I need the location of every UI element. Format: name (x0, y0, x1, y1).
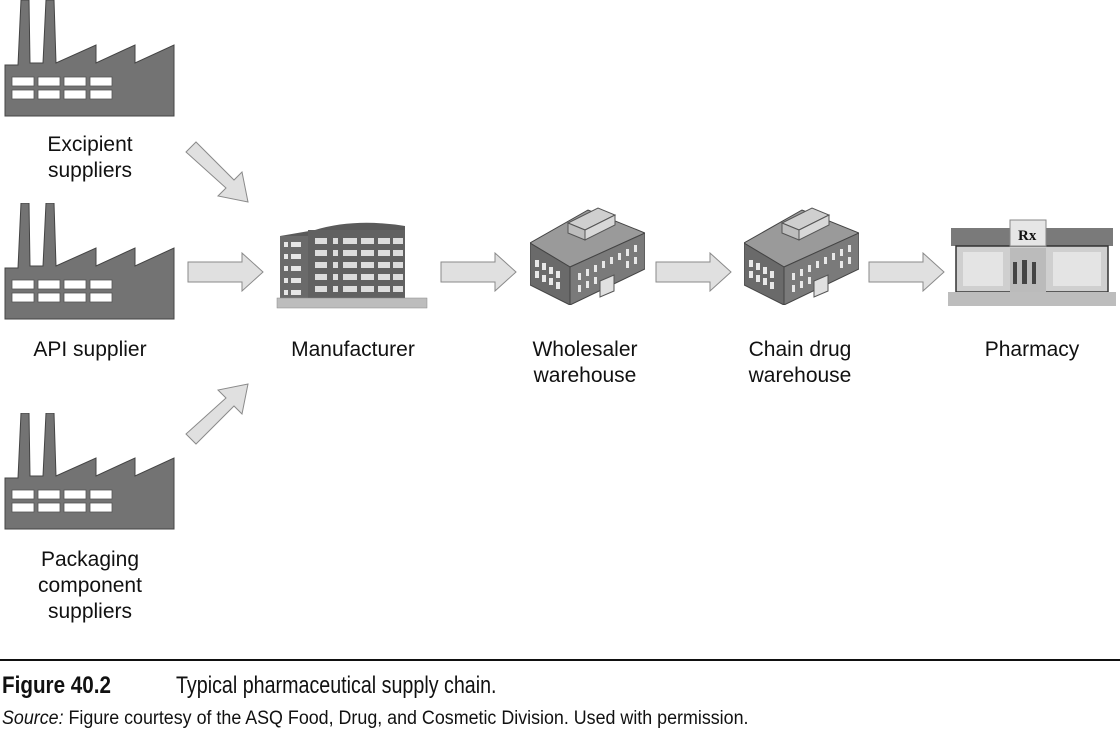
arrow-api-to-manufacturer (187, 252, 265, 292)
caption-divider (0, 659, 1120, 661)
rx-sign: Rx (1018, 228, 1037, 244)
node-label-chain-drug-warehouse: Chain drug warehouse (748, 338, 852, 387)
arrow-packaging-to-manufacturer (185, 383, 249, 445)
node-label-packaging-suppliers: Packaging component suppliers (38, 548, 142, 623)
source-label: Source: (2, 708, 64, 729)
node-label-wholesaler-warehouse: Wholesaler warehouse (532, 338, 638, 387)
factory-icon (0, 203, 175, 321)
node-label-manufacturer: Manufacturer (291, 338, 415, 361)
factory-icon (0, 0, 175, 118)
figure-number: Figure 40.2 (2, 672, 111, 699)
arrow-chain-to-pharmacy (868, 252, 946, 292)
arrow-excipient-to-manufacturer (185, 141, 249, 203)
warehouse-icon (530, 205, 645, 305)
figure-title: Typical pharmaceutical supply chain. (176, 672, 497, 699)
pharmacy-storefront-icon: Rx (948, 219, 1116, 306)
warehouse-icon (744, 205, 859, 305)
figure-source: Source: Figure courtesy of the ASQ Food,… (2, 708, 748, 730)
node-label-api-supplier: API supplier (33, 338, 147, 361)
node-label-pharmacy: Pharmacy (984, 338, 1080, 361)
office-building-icon (276, 222, 428, 309)
node-label-excipient-suppliers: Excipient suppliers (47, 133, 133, 182)
factory-icon (0, 413, 175, 531)
source-text: Figure courtesy of the ASQ Food, Drug, a… (63, 708, 749, 729)
arrow-manufacturer-to-wholesaler (440, 252, 518, 292)
arrow-wholesaler-to-chain (655, 252, 733, 292)
